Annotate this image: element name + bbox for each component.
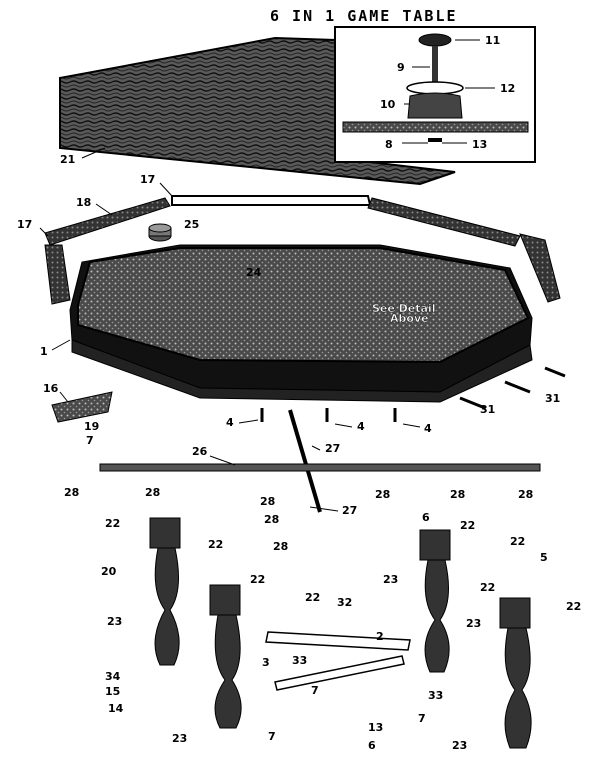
- callout-28: 28: [518, 488, 533, 501]
- callout-22: 22: [510, 535, 525, 548]
- callout-22: 22: [566, 600, 581, 613]
- callout-22: 22: [460, 519, 475, 532]
- screws-31: [459, 366, 566, 410]
- callout-17: 17: [17, 218, 32, 231]
- callout-28: 28: [145, 486, 160, 499]
- callout-1: 1: [40, 345, 48, 358]
- callout-28: 28: [375, 488, 390, 501]
- callout-4: 4: [357, 420, 365, 433]
- callout-17: 17: [140, 173, 155, 186]
- callout-34: 34: [105, 670, 121, 683]
- callout-12: 12: [500, 82, 515, 95]
- callout-19: 19: [84, 420, 99, 433]
- callout-10: 10: [380, 98, 396, 111]
- callout-13: 13: [472, 138, 487, 151]
- callout-11: 11: [485, 34, 500, 47]
- callout-23: 23: [107, 615, 122, 628]
- callout-31: 31: [545, 392, 560, 405]
- callout-28: 28: [450, 488, 465, 501]
- game-top-board: [59, 36, 456, 186]
- callout-7: 7: [268, 730, 276, 743]
- callout-23: 23: [383, 573, 398, 586]
- rail-26: [99, 463, 541, 472]
- callout-32: 32: [337, 596, 352, 609]
- leg-back-left: [209, 584, 242, 729]
- callout-21: 21: [60, 153, 75, 166]
- legs-23: [149, 517, 532, 749]
- callout-20: 20: [101, 565, 117, 578]
- callout-16: 16: [43, 382, 59, 395]
- detail-inset: [334, 26, 536, 163]
- callout-28: 28: [273, 540, 288, 553]
- callout-27: 27: [342, 504, 357, 517]
- callout-28: 28: [64, 486, 79, 499]
- callout-7: 7: [418, 712, 426, 725]
- callout-22: 22: [208, 538, 223, 551]
- callout-15: 15: [105, 685, 120, 698]
- dowel-27: [288, 409, 322, 513]
- screws-4: [260, 408, 397, 422]
- callout-25: 25: [184, 218, 199, 231]
- callout-23: 23: [172, 732, 187, 745]
- callout-23: 23: [452, 739, 467, 752]
- leg-back-right: [499, 597, 532, 749]
- callout-22: 22: [105, 517, 120, 530]
- callout-4: 4: [424, 422, 432, 435]
- callout-7: 7: [311, 684, 319, 697]
- callout-26: 26: [192, 445, 208, 458]
- diagram-title: 6 IN 1 GAME TABLE: [270, 7, 458, 25]
- callout-22: 22: [305, 591, 320, 604]
- callout-3: 3: [262, 656, 270, 669]
- callout-27: 27: [325, 442, 340, 455]
- callout-5: 5: [540, 551, 548, 564]
- callout-22: 22: [480, 581, 495, 594]
- cross-braces: [265, 631, 411, 691]
- callout-33: 33: [292, 654, 307, 667]
- table-body: [69, 244, 533, 403]
- callout-14: 14: [108, 702, 124, 715]
- side-rails: [44, 195, 561, 305]
- callout-6: 6: [368, 739, 376, 752]
- callout-18: 18: [76, 196, 91, 209]
- callout-31: 31: [480, 403, 495, 416]
- detail-note-line2: Above: [390, 312, 429, 325]
- leader-lines: [39, 39, 495, 512]
- callout-9: 9: [397, 61, 405, 74]
- callout-33: 33: [428, 689, 443, 702]
- callout-13: 13: [368, 721, 383, 734]
- game-piece-25: [148, 223, 172, 242]
- callout-7: 7: [86, 434, 94, 447]
- callout-6: 6: [422, 511, 430, 524]
- callout-8: 8: [385, 138, 393, 151]
- callout-28: 28: [264, 513, 279, 526]
- callout-22: 22: [250, 573, 265, 586]
- drawer-16: [51, 391, 113, 423]
- leg-front-right: [419, 529, 451, 673]
- callout-28: 28: [260, 495, 275, 508]
- callout-24: 24: [246, 266, 262, 279]
- callout-4: 4: [226, 416, 234, 429]
- callout-23: 23: [466, 617, 481, 630]
- leg-front-left: [149, 517, 181, 666]
- callout-2: 2: [376, 630, 384, 643]
- detail-note-line1: See Detail: [372, 302, 436, 315]
